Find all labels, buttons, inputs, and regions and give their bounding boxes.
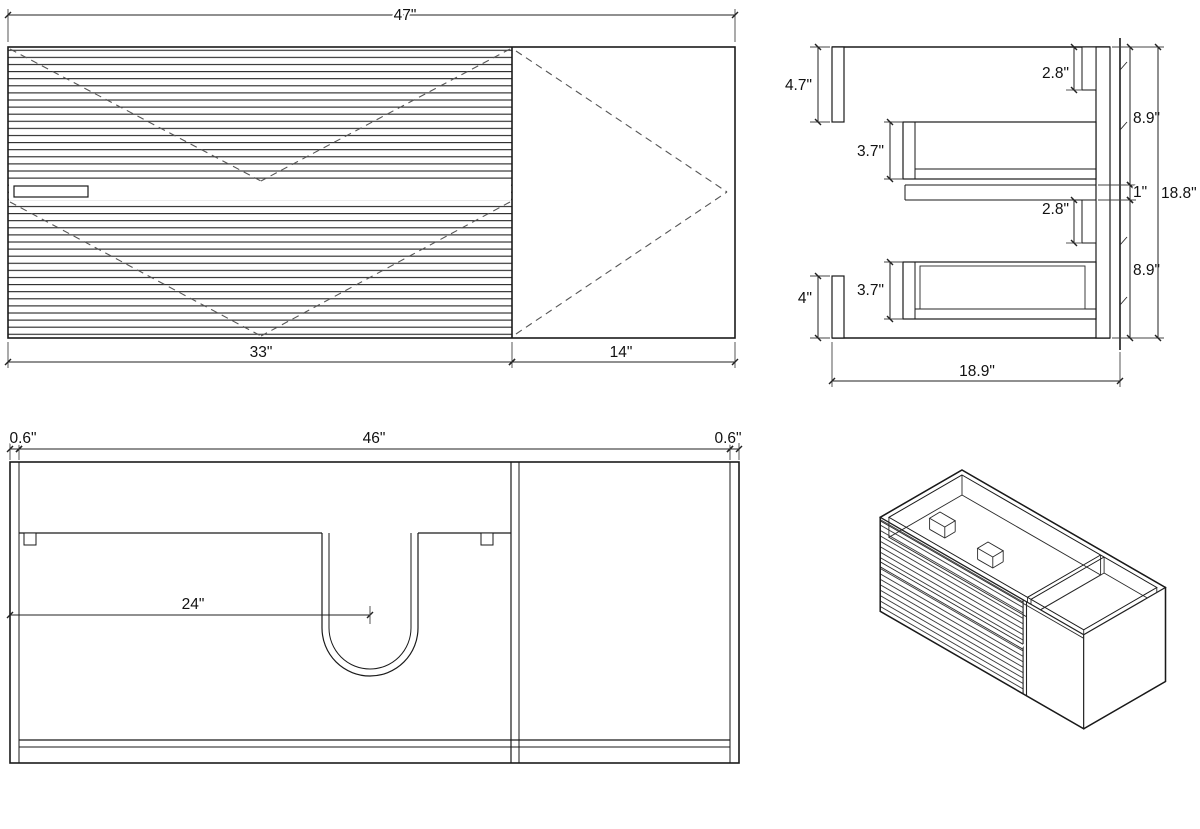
lower-mounting-rail xyxy=(1081,199,1097,244)
back-rail-lines xyxy=(19,739,730,748)
dim-label-bottom-stile: 4" xyxy=(798,290,812,307)
dim-label-lower-rail: 2.8" xyxy=(1042,201,1069,218)
dim-label-upper-rail: 2.8" xyxy=(1042,65,1069,82)
door-swing-dashes xyxy=(515,50,728,335)
top-mounting-rail xyxy=(1081,46,1097,91)
dim-label-sink-center: 24" xyxy=(182,596,205,613)
dim-label-upper-section: 8.9" xyxy=(1133,110,1160,127)
iso-divider-wall xyxy=(1027,554,1105,600)
iso-drawer-gap xyxy=(878,561,1025,650)
drawer-gap-band xyxy=(9,183,511,200)
dim-label-lower-section: 8.9" xyxy=(1133,262,1160,279)
iso-basin-box-1 xyxy=(928,511,957,539)
cabinet-partition xyxy=(510,462,520,763)
dim-label-door-width: 14" xyxy=(610,344,633,361)
sink-cutout xyxy=(321,533,419,677)
upper-drawer-section xyxy=(902,121,1097,180)
dimension-bottom-stile: 4" xyxy=(796,272,830,342)
iso-basin-box-2 xyxy=(976,541,1005,569)
dim-label-shelf-thickness: 1" xyxy=(1133,184,1147,201)
dim-label-right-wall: 0.6" xyxy=(714,430,741,447)
dimension-top-stile: 4.7" xyxy=(783,43,830,126)
drawer-pull-recess xyxy=(13,185,89,198)
dim-label-top-stile: 4.7" xyxy=(785,77,812,94)
dimension-total-width: 47" xyxy=(4,5,739,42)
plan-view: 0.6" 46" 0.6" xyxy=(6,428,744,764)
dimension-fluted-and-door-width: 33" 14" xyxy=(4,342,739,368)
front-elevation-view: 47" 33" 14" xyxy=(4,5,739,368)
dimension-upper-rail: 2.8" xyxy=(1040,43,1082,94)
dimension-lower-drawer-height: 3.7" xyxy=(855,258,903,323)
dimension-upper-drawer-height: 3.7" xyxy=(855,118,903,183)
lower-drawer-section xyxy=(902,261,1097,320)
dimension-total-height: 18.8" xyxy=(1154,43,1199,342)
side-section-view: 4.7" 3.7" 2.8" 2.8" 3.7" 4" xyxy=(783,38,1199,387)
back-panel xyxy=(1095,46,1111,339)
upper-drawer-swing-dashes xyxy=(9,48,511,182)
dim-label-total-width: 47" xyxy=(394,7,417,24)
dim-label-inner-width: 46" xyxy=(363,430,386,447)
middle-shelf xyxy=(904,184,1096,201)
dimension-lower-rail: 2.8" xyxy=(1040,196,1082,247)
dimension-sink-center: 24" xyxy=(6,594,374,624)
wall-line xyxy=(1119,38,1128,350)
dim-label-lower-drawer-height: 3.7" xyxy=(857,282,884,299)
dim-label-total-height: 18.8" xyxy=(1161,185,1197,202)
dim-label-upper-drawer-height: 3.7" xyxy=(857,143,884,160)
dimension-depth: 18.9" xyxy=(828,342,1124,387)
dimension-right-sections: 8.9" 1" 8.9" xyxy=(1098,43,1164,342)
iso-counter-lip xyxy=(879,520,1084,639)
isometric-view xyxy=(878,469,1167,730)
dimension-plan-widths: 0.6" 46" 0.6" xyxy=(6,428,744,460)
top-front-stile xyxy=(831,46,845,123)
dim-label-left-wall: 0.6" xyxy=(9,430,36,447)
iso-silhouette xyxy=(879,469,1167,730)
dim-label-fluted-width: 33" xyxy=(250,344,273,361)
front-rail xyxy=(19,532,511,546)
bottom-front-stile xyxy=(831,275,845,339)
cabinet-front-outline xyxy=(7,46,736,339)
dim-label-depth: 18.9" xyxy=(959,363,995,380)
